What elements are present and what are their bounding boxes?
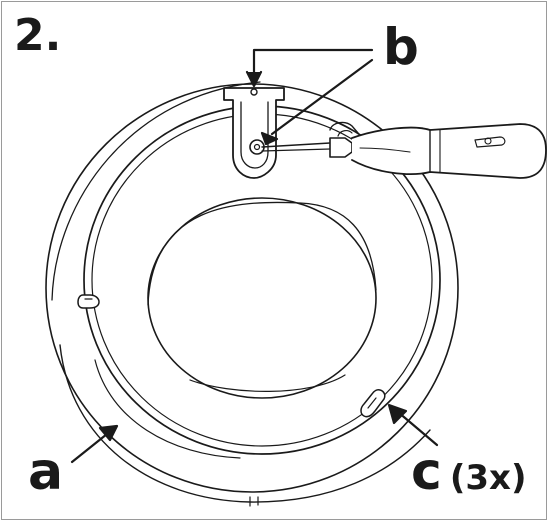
mounting-bracket-icon: [223, 87, 285, 179]
label-c-letter: c: [411, 442, 442, 502]
screwdriver-icon: [261, 123, 547, 179]
label-c: c(3x): [411, 446, 527, 498]
label-a: a: [28, 442, 64, 502]
label-c-count: (3x): [449, 458, 527, 498]
keyhole-slot-icon: [77, 294, 386, 418]
label-b: b: [383, 18, 419, 76]
side-tab: [329, 121, 359, 137]
pointer-arrow-icon: [70, 48, 439, 464]
center-opening: [147, 197, 377, 399]
step-number: 2.: [14, 10, 62, 61]
